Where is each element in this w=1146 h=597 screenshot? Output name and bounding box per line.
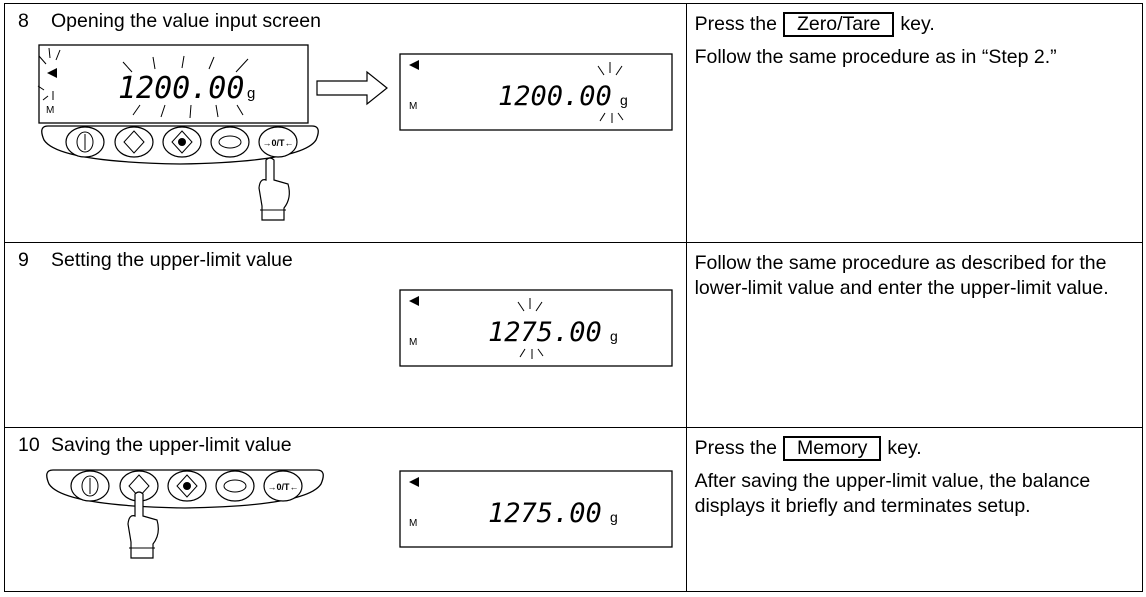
display-value: 1275.00 [488,498,602,529]
unit-label: g [247,85,255,102]
target-key-icon [183,482,191,490]
display-value: 1200.00 [118,71,244,106]
step-8-display-before: M 1200.00 g [37,44,309,124]
right-arrow-icon [316,70,388,106]
power-key-icon [76,131,94,153]
display-value: 1200.00 [498,81,612,112]
memory-indicator: M [409,337,417,348]
instruction-text: key. [887,437,922,459]
tare-key-label: →0/T← [262,138,293,148]
lcd-frame [399,289,673,367]
step-10-number: 10 [18,434,40,456]
step-9-instructions-cell: Follow the same procedure as described f… [685,242,1144,428]
step-10-title: 10 Saving the upper-limit value [18,434,292,457]
memory-key-label: Memory [782,436,882,461]
unit-label: g [610,509,618,525]
cycle-key-icon [218,135,242,149]
cycle-key [210,126,250,158]
memory-indicator: M [46,105,54,116]
step-8-illustration-cell: 8 Opening the value input screen M 1200.0… [4,3,687,243]
memory-indicator: M [409,101,417,112]
memory-key [114,126,154,158]
step-9-title-text: Setting the upper-limit value [51,249,293,271]
instruction-text: Press the [694,13,777,35]
step-row-10: 10 Saving the upper-limit value →0/T← [4,427,1144,592]
step-9-display: M 1275.00 g [399,289,673,367]
step-8-title-text: Opening the value input screen [51,10,321,32]
step-9-number: 9 [18,249,29,271]
cycle-key [215,470,255,502]
arrow-left-indicator-icon [409,296,419,306]
arrow-left-indicator-icon [47,68,57,78]
lcd-frame [399,53,673,131]
unit-label: g [620,92,628,108]
pressing-hand-icon [258,157,290,221]
step-8-title: 8 Opening the value input screen [18,10,321,33]
zero-tare-key [263,470,303,502]
step-9-instruction-1: Follow the same procedure as described f… [694,252,1109,299]
lcd-frame [399,470,673,548]
instruction-text: Press the [694,437,777,459]
step-8-number: 8 [18,10,29,32]
step-10-keypad: →0/T← [46,469,324,559]
step-10-instruction-2: After saving the upper-limit value, the … [694,470,1091,517]
step-9-title: 9 Setting the upper-limit value [18,249,293,272]
step-row-8: 8 Opening the value input screen M 1200.0… [4,3,1144,243]
blink-ray-icon [597,62,624,123]
step-10-illustration-cell: 10 Saving the upper-limit value →0/T← [4,427,687,592]
unit-label: g [610,328,618,344]
zero-tare-key-label: Zero/Tare [782,12,895,37]
step-10-title-text: Saving the upper-limit value [51,434,292,456]
step-10-display: M 1275.00 g [399,470,673,548]
instruction-text: key. [900,13,935,35]
blink-ray-icon [37,47,249,119]
step-9-illustration-cell: 9 Setting the upper-limit value M 1275.00… [4,242,687,428]
step-8-keypad: →0/T← [41,125,319,221]
steps-table: 8 Opening the value input screen M 1200.0… [4,3,1144,592]
blink-ray-icon [517,298,544,359]
pressing-hand-icon [127,491,159,559]
memory-key-icon [123,130,145,154]
step-8-instruction-2: Follow the same procedure as in “Step 2.… [694,46,1057,68]
step-8-display-after: M 1200.00 g [399,53,673,131]
memory-indicator: M [409,518,417,529]
target-key-icon [178,138,186,146]
cycle-key-icon [223,479,247,493]
power-key-icon [81,475,99,497]
tare-key-label: →0/T← [267,482,298,492]
display-value: 1275.00 [488,317,602,348]
arrow-left-indicator-icon [409,60,419,70]
lcd-frame [38,44,309,124]
arrow-left-indicator-icon [409,477,419,487]
step-row-9: 9 Setting the upper-limit value M 1275.00… [4,242,1144,428]
zero-tare-key [258,126,298,158]
